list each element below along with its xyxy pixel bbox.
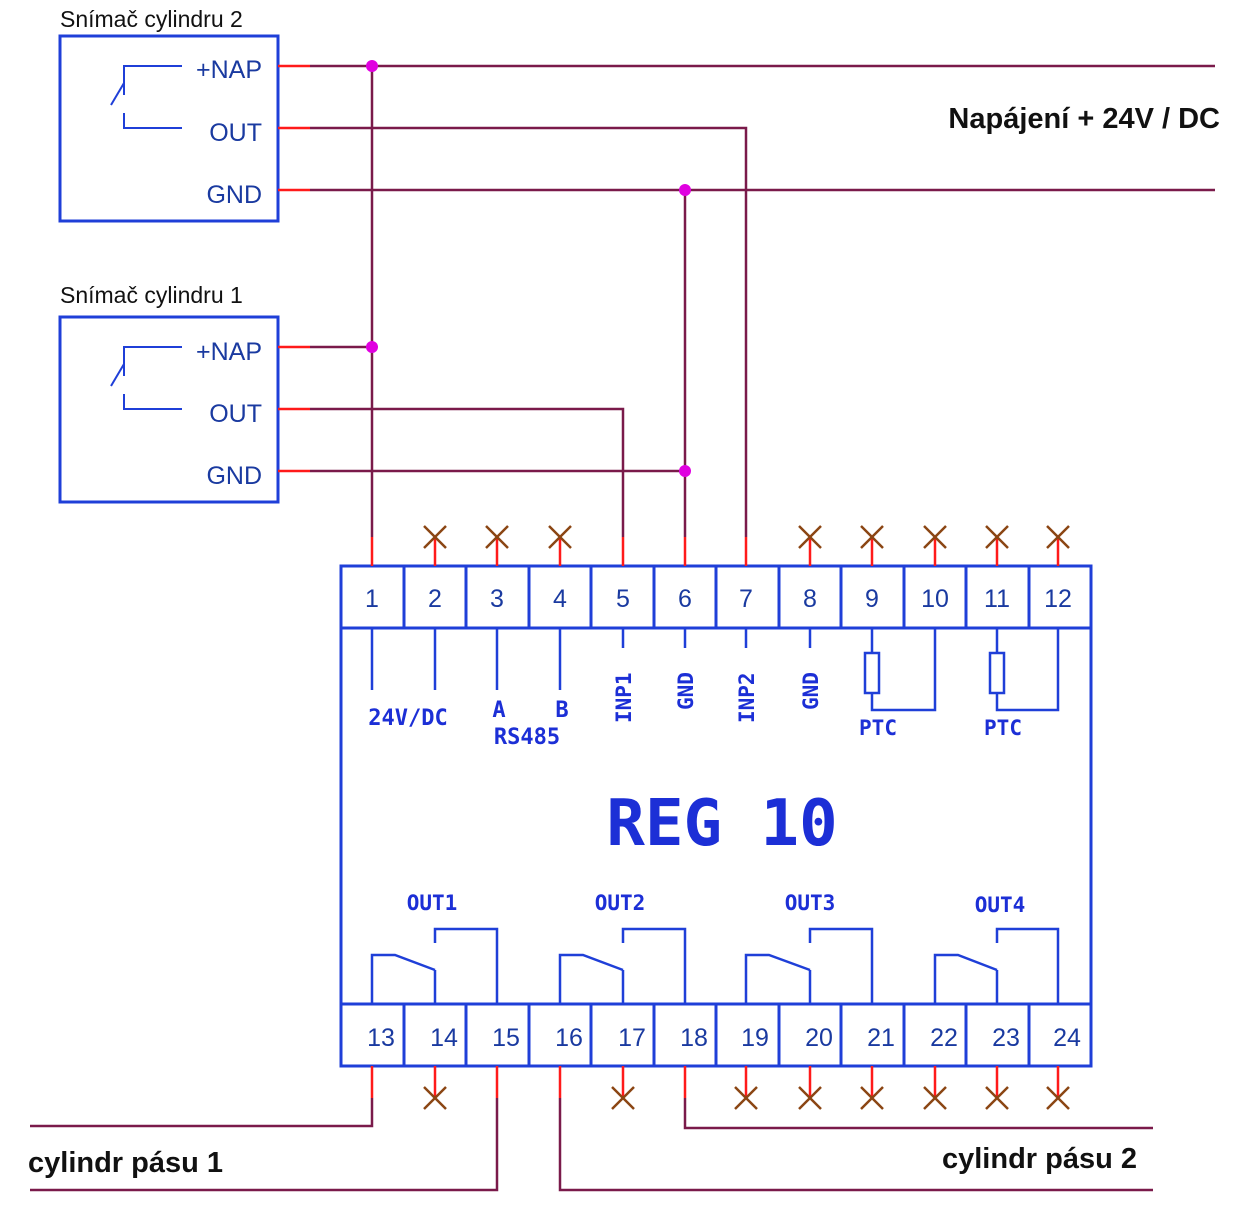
wire-sensor1-out bbox=[310, 407, 625, 537]
terminal-number[interactable]: 13 bbox=[367, 1024, 395, 1052]
terminal-number[interactable]: 20 bbox=[805, 1024, 833, 1052]
nc-cross-icon bbox=[985, 1086, 1009, 1110]
nc-cross-icon bbox=[485, 525, 509, 549]
wire-cyl1-b bbox=[30, 1098, 499, 1192]
sensor2-pin-out: OUT bbox=[209, 119, 262, 147]
sensor1-pin-gnd: GND bbox=[206, 462, 262, 490]
label-rs485-a: A bbox=[492, 698, 505, 723]
relay-contact-icons bbox=[370, 927, 1060, 1004]
cylinder2-label: cylindr pásu 2 bbox=[942, 1143, 1137, 1175]
bottom-terminal-stubs bbox=[370, 1066, 1060, 1098]
internal-leads-top bbox=[370, 628, 1060, 712]
sensor2-pin-nap: +NAP bbox=[196, 56, 262, 84]
label-ptc-1: PTC bbox=[859, 716, 897, 740]
module-name: REG 10 bbox=[606, 787, 837, 861]
sensor-pin-stubs bbox=[278, 64, 310, 473]
terminal-number[interactable]: 14 bbox=[430, 1024, 458, 1052]
terminal-number[interactable]: 22 bbox=[930, 1024, 958, 1052]
nc-cross-icon bbox=[611, 1086, 635, 1110]
junction-dots bbox=[366, 60, 691, 477]
terminal-number[interactable]: 15 bbox=[492, 1024, 520, 1052]
terminal-number[interactable]: 12 bbox=[1044, 585, 1072, 613]
label-out2: OUT2 bbox=[595, 891, 646, 915]
power-supply-label: Napájení + 24V / DC bbox=[948, 103, 1220, 135]
terminal-number[interactable]: 21 bbox=[867, 1024, 895, 1052]
nc-cross-icon bbox=[923, 525, 947, 549]
terminal-number[interactable]: 23 bbox=[992, 1024, 1020, 1052]
nc-cross-icon bbox=[860, 525, 884, 549]
terminal-number[interactable]: 9 bbox=[865, 585, 879, 613]
nc-cross-icon bbox=[423, 1086, 447, 1110]
terminal-number[interactable]: 5 bbox=[616, 585, 630, 613]
label-inp1: INP1 bbox=[612, 672, 636, 723]
sensor1-pin-out: OUT bbox=[209, 400, 262, 428]
nc-cross-icon bbox=[548, 525, 572, 549]
terminal-number[interactable]: 6 bbox=[678, 585, 692, 613]
terminal-number[interactable]: 4 bbox=[553, 585, 567, 613]
terminal-number[interactable]: 1 bbox=[365, 585, 379, 613]
nc-cross-icon bbox=[1046, 525, 1070, 549]
label-rs485-b: B bbox=[555, 698, 568, 723]
label-out3: OUT3 bbox=[785, 891, 836, 915]
bottom-terminal-numbers: 13 14 15 16 17 18 19 20 21 22 23 24 bbox=[367, 1024, 1081, 1052]
terminal-number[interactable]: 3 bbox=[490, 585, 504, 613]
terminal-number[interactable]: 8 bbox=[803, 585, 817, 613]
wire-cyl2-a bbox=[683, 1098, 1153, 1130]
wires bbox=[30, 64, 1215, 1192]
label-gnd-8: GND bbox=[799, 672, 823, 710]
label-inp2: INP2 bbox=[735, 672, 759, 723]
terminal-number[interactable]: 18 bbox=[680, 1024, 708, 1052]
nc-cross-icon bbox=[860, 1086, 884, 1110]
label-24v-dc: 24V/DC bbox=[368, 706, 447, 731]
nc-cross-icon bbox=[734, 1086, 758, 1110]
terminal-number[interactable]: 19 bbox=[741, 1024, 769, 1052]
ptc-resistor-icon bbox=[863, 651, 881, 695]
nc-cross-icon bbox=[923, 1086, 947, 1110]
nc-cross-icon bbox=[1046, 1086, 1070, 1110]
terminal-number[interactable]: 7 bbox=[739, 585, 753, 613]
top-terminal-stubs bbox=[370, 537, 1060, 566]
sensor2-switch-icon bbox=[110, 65, 182, 129]
nc-cross-icon bbox=[798, 525, 822, 549]
nc-cross-icon bbox=[798, 1086, 822, 1110]
label-out1: OUT1 bbox=[407, 891, 458, 915]
sensor1-title: Snímač cylindru 1 bbox=[60, 282, 243, 308]
terminal-number[interactable]: 11 bbox=[984, 585, 1010, 613]
sensor1-pin-nap: +NAP bbox=[196, 338, 262, 366]
sensor2-title: Snímač cylindru 2 bbox=[60, 6, 243, 32]
terminal-number[interactable]: 16 bbox=[555, 1024, 583, 1052]
cylinder1-label: cylindr pásu 1 bbox=[28, 1147, 223, 1179]
label-out4: OUT4 bbox=[975, 893, 1026, 917]
terminal-number[interactable]: 10 bbox=[921, 585, 949, 613]
label-gnd-6: GND bbox=[674, 672, 698, 710]
nc-cross-icon bbox=[423, 525, 447, 549]
top-terminal-dividers bbox=[402, 566, 1031, 628]
bottom-terminal-dividers bbox=[402, 1004, 1031, 1066]
terminal-number[interactable]: 24 bbox=[1053, 1024, 1081, 1052]
label-ptc-2: PTC bbox=[984, 716, 1022, 740]
wire-cyl1-a bbox=[30, 1098, 374, 1128]
sensor1-switch-icon bbox=[110, 346, 182, 410]
terminal-number[interactable]: 17 bbox=[618, 1024, 646, 1052]
wire-sensor2-out bbox=[310, 126, 748, 537]
wire-cyl2-b bbox=[558, 1098, 1153, 1192]
not-connected-markers bbox=[423, 525, 1070, 1110]
label-rs485: RS485 bbox=[494, 725, 560, 750]
ptc-resistor-icon bbox=[988, 651, 1006, 695]
nc-cross-icon bbox=[985, 525, 1009, 549]
sensor2-pin-gnd: GND bbox=[206, 181, 262, 209]
terminal-number[interactable]: 2 bbox=[428, 585, 442, 613]
